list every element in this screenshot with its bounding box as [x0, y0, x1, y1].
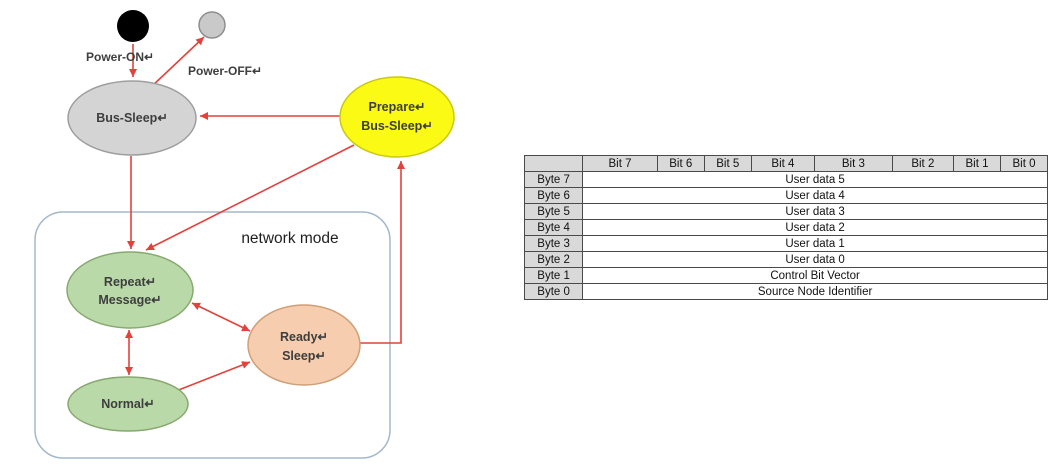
network-mode-label: network mode [241, 230, 338, 247]
byte-value: User data 1 [582, 235, 1048, 252]
transition-normal-to-ready-sleep [175, 361, 251, 392]
repeat-message-label-line1: Repeat↵ [104, 275, 156, 289]
ready-sleep-label-line1: Ready↵ [280, 330, 328, 344]
state-repeat-message [66, 251, 194, 329]
byte-value: User data 5 [582, 171, 1048, 188]
prepare-bus-sleep-label-line1: Prepare↵ [368, 100, 425, 114]
byte-label: Byte 2 [523, 251, 584, 268]
table-row: Byte 6 User data 4 [523, 187, 1048, 204]
table-row: Byte 4 User data 2 [523, 219, 1048, 236]
transition-repeat-message-ready-sleep [191, 302, 251, 332]
state-normal [67, 376, 189, 432]
transition-power-off [149, 36, 205, 89]
table-row: Byte 2 User data 0 [523, 251, 1048, 268]
byte-value: User data 3 [582, 203, 1048, 220]
bit-header-6: Bit 6 [656, 155, 705, 172]
state-ready-sleep [247, 304, 361, 386]
network-mode-box [34, 211, 391, 459]
byte-label: Byte 5 [523, 203, 584, 220]
bit-header-5: Bit 5 [703, 155, 752, 172]
byte-label: Byte 6 [523, 187, 584, 204]
table-row: Byte 5 User data 3 [523, 203, 1048, 220]
transition-ready-sleep-to-prepare [360, 161, 405, 344]
state-bus-sleep [67, 80, 197, 156]
table-row: Byte 0 Source Node Identifier [523, 283, 1048, 300]
pdu-layout-table: Bit 7 Bit 6 Bit 5 Bit 4 Bit 3 Bit 2 Bit … [523, 155, 1049, 300]
table-row: Byte 3 User data 1 [523, 235, 1048, 252]
initial-state-dot [117, 10, 149, 42]
repeat-message-label-line2: Message↵ [98, 293, 161, 307]
bit-header-4: Bit 4 [750, 155, 816, 172]
byte-label: Byte 4 [523, 219, 584, 236]
final-state-dot [198, 11, 226, 39]
byte-value: Control Bit Vector [582, 267, 1048, 284]
table-row: Byte 7 User data 5 [523, 171, 1048, 188]
byte-label: Byte 7 [523, 171, 584, 188]
byte-label: Byte 3 [523, 235, 584, 252]
byte-value: Source Node Identifier [582, 283, 1048, 300]
bit-header-1: Bit 1 [952, 155, 1001, 172]
power-on-label: Power-ON↵ [86, 50, 154, 64]
ready-sleep-label-line2: Sleep↵ [282, 349, 326, 363]
byte-label: Byte 0 [523, 283, 584, 300]
corner-cell [523, 155, 584, 172]
table-row: Byte 1 Control Bit Vector [523, 267, 1048, 284]
bus-sleep-label: Bus-Sleep↵ [96, 111, 168, 125]
normal-label: Normal↵ [101, 397, 155, 411]
prepare-bus-sleep-label-line2: Bus-Sleep↵ [361, 119, 433, 133]
power-off-label: Power-OFF↵ [188, 64, 262, 78]
bit-header-7: Bit 7 [582, 155, 658, 172]
byte-value: User data 0 [582, 251, 1048, 268]
byte-label: Byte 1 [523, 267, 584, 284]
bit-header-3: Bit 3 [814, 155, 893, 172]
bit-header-0: Bit 0 [999, 155, 1049, 172]
byte-value: User data 4 [582, 187, 1048, 204]
transition-prepare-to-repeat-message [145, 144, 355, 251]
state-diagram: network mode Power-ON↵ Power-OFF↵ Bus-Sl… [34, 10, 455, 459]
state-prepare-bus-sleep [339, 76, 455, 158]
bit-header-2: Bit 2 [891, 155, 954, 172]
byte-value: User data 2 [582, 219, 1048, 236]
table-header-row: Bit 7 Bit 6 Bit 5 Bit 4 Bit 3 Bit 2 Bit … [523, 155, 1049, 172]
